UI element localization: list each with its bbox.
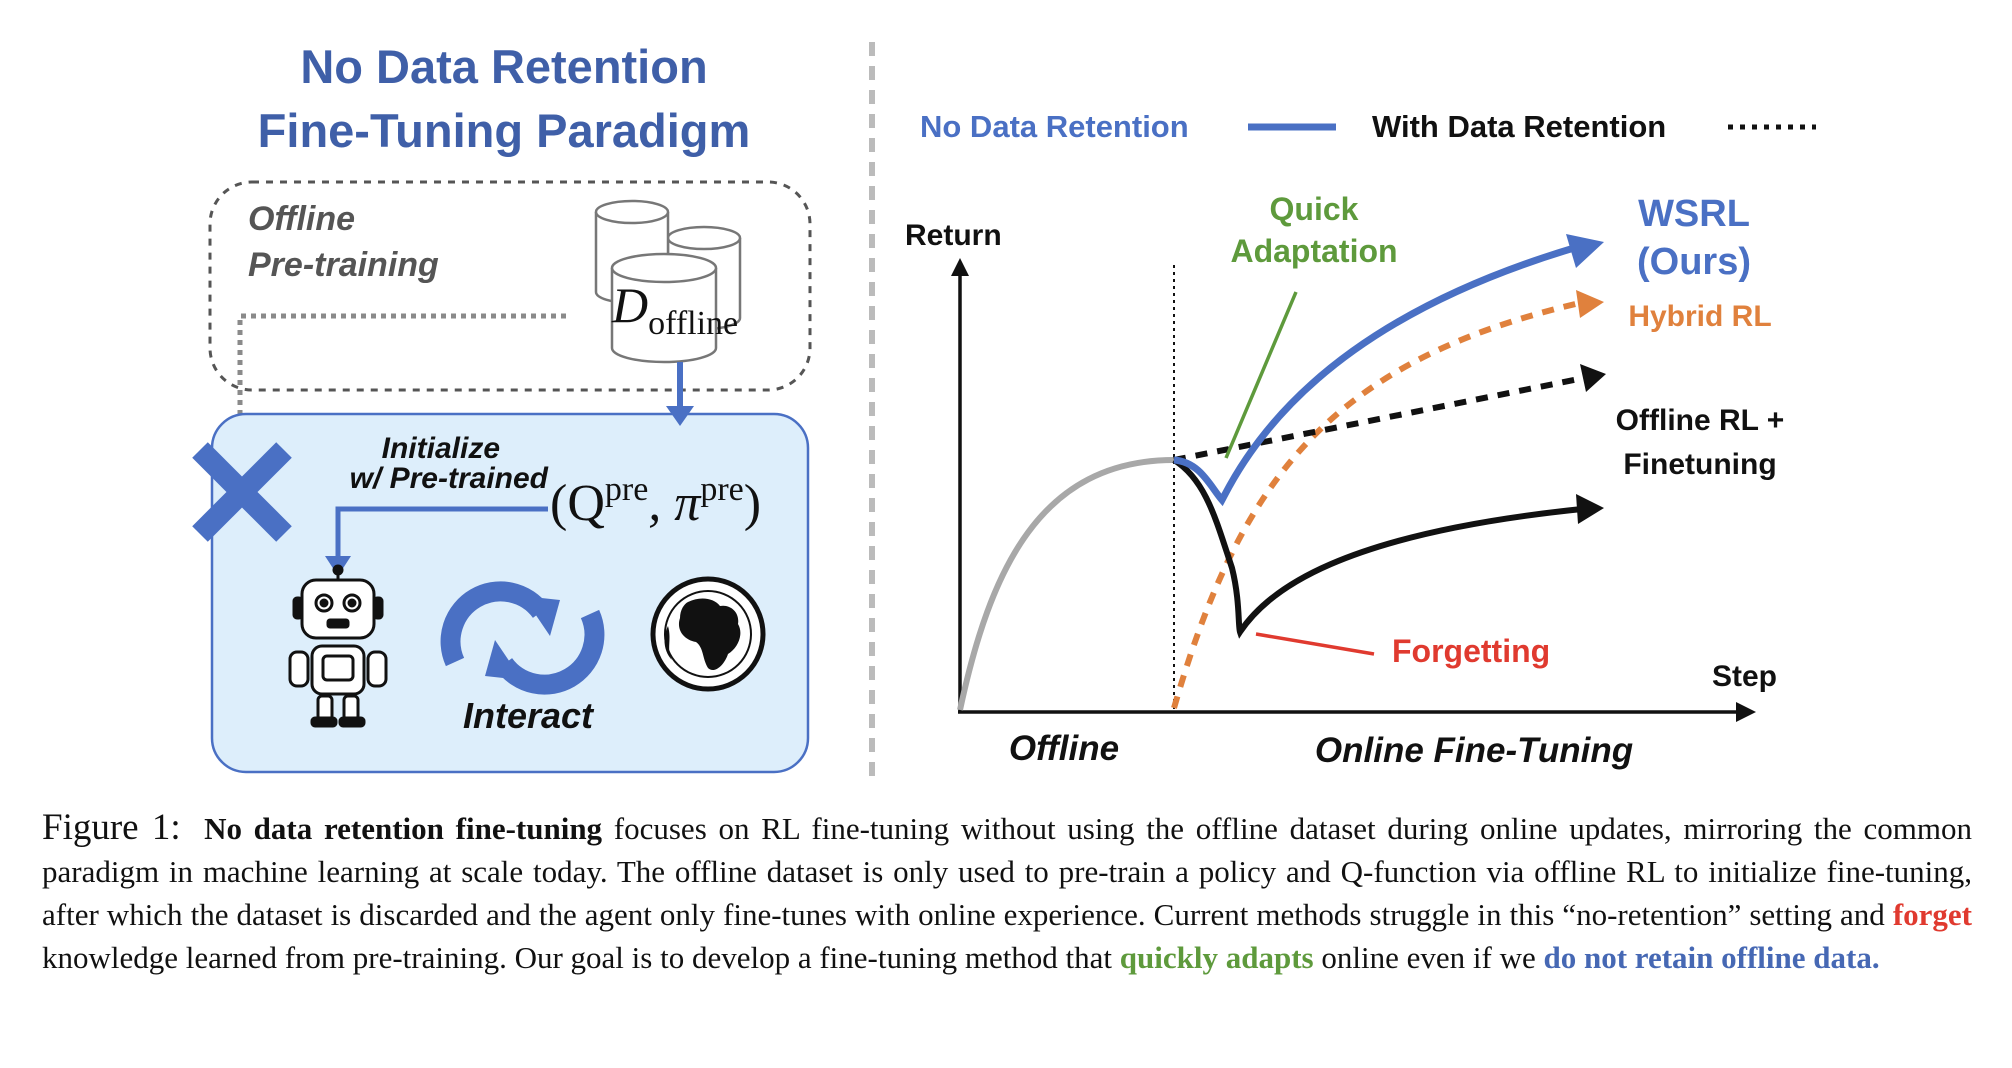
series-label-wsrl-line2: (Ours) — [1637, 241, 1751, 283]
caption-bold-lead: No data retention fine-tuning — [204, 811, 603, 846]
robot-agent-icon — [288, 564, 388, 728]
caption-text-2: knowledge learned from pre-training. Our… — [42, 940, 1120, 975]
panel-title-line2: Fine-Tuning Paradigm — [258, 104, 751, 157]
caption-text-3: online even if we — [1313, 940, 1544, 975]
caption-label: Figure 1: — [42, 807, 181, 848]
series-label-offline-rl-line1: Offline RL + — [1616, 404, 1785, 437]
series-line-hybrid-rl — [1171, 299, 1585, 709]
quick-adaptation-label-line1: Quick — [1270, 191, 1359, 227]
environment-globe-icon — [650, 576, 766, 692]
forgetting-pointer — [1255, 632, 1375, 656]
phase-label-online: Online Fine-Tuning — [1315, 731, 1633, 770]
left-panel: No Data Retention Fine-Tuning Paradigm O… — [192, 40, 812, 774]
figure-1: No Data Retention Fine-Tuning Paradigm O… — [192, 40, 1816, 780]
database-icon — [594, 199, 742, 364]
y-axis-label: Return — [905, 219, 1002, 252]
pretrained-params: (Qpre, πpre) — [550, 471, 761, 532]
series-label-offline-rl-line2: Finetuning — [1623, 448, 1776, 481]
dataset-label: Doffline — [611, 277, 738, 342]
initialize-arrow — [335, 506, 548, 560]
caption-forget: forget — [1892, 897, 1972, 932]
caption-quick-adapts: quickly adapts — [1119, 940, 1314, 975]
offline-pretrain-curve — [957, 457, 1175, 711]
caption-text-1: focuses on RL fine-tuning without using … — [42, 811, 1973, 932]
interact-cycle-icon — [440, 581, 605, 695]
x-axis-label: Step — [1712, 660, 1777, 693]
offline-label-line1: Offline — [248, 200, 355, 238]
no-retention-x-icon — [192, 442, 292, 542]
legend-no-retention-label: No Data Retention — [920, 109, 1189, 144]
initialize-label-line2: w/ Pre-trained — [350, 462, 549, 495]
offline-pretraining-box — [208, 180, 812, 392]
figure-caption: Figure 1: No data retention fine-tuning … — [42, 806, 1972, 979]
chart: No Data Retention With Data Retention Re… — [905, 109, 1816, 770]
series-label-hybrid-rl: Hybrid RL — [1628, 300, 1771, 333]
initialize-label-line1: Initialize — [382, 432, 500, 465]
series-line-offline-rl-finetuning — [1172, 457, 1583, 639]
interact-label: Interact — [463, 695, 595, 736]
series-label-wsrl-line1: WSRL — [1638, 193, 1750, 235]
forgetting-label: Forgetting — [1392, 633, 1550, 669]
discarded-data-path — [237, 313, 566, 660]
caption-no-retain: do not retain offline data — [1543, 940, 1872, 975]
quick-adaptation-label-line2: Adaptation — [1230, 233, 1397, 269]
with-retention-line — [1173, 375, 1585, 463]
panel-title-line1: No Data Retention — [300, 40, 707, 93]
phase-label-offline: Offline — [1009, 729, 1119, 768]
offline-label-line2: Pre-training — [248, 246, 439, 284]
quick-adaptation-pointer — [1224, 291, 1298, 459]
caption-end: . — [1871, 940, 1880, 975]
series-line-wsrl — [1173, 244, 1576, 507]
legend-with-retention-label: With Data Retention — [1372, 109, 1666, 144]
